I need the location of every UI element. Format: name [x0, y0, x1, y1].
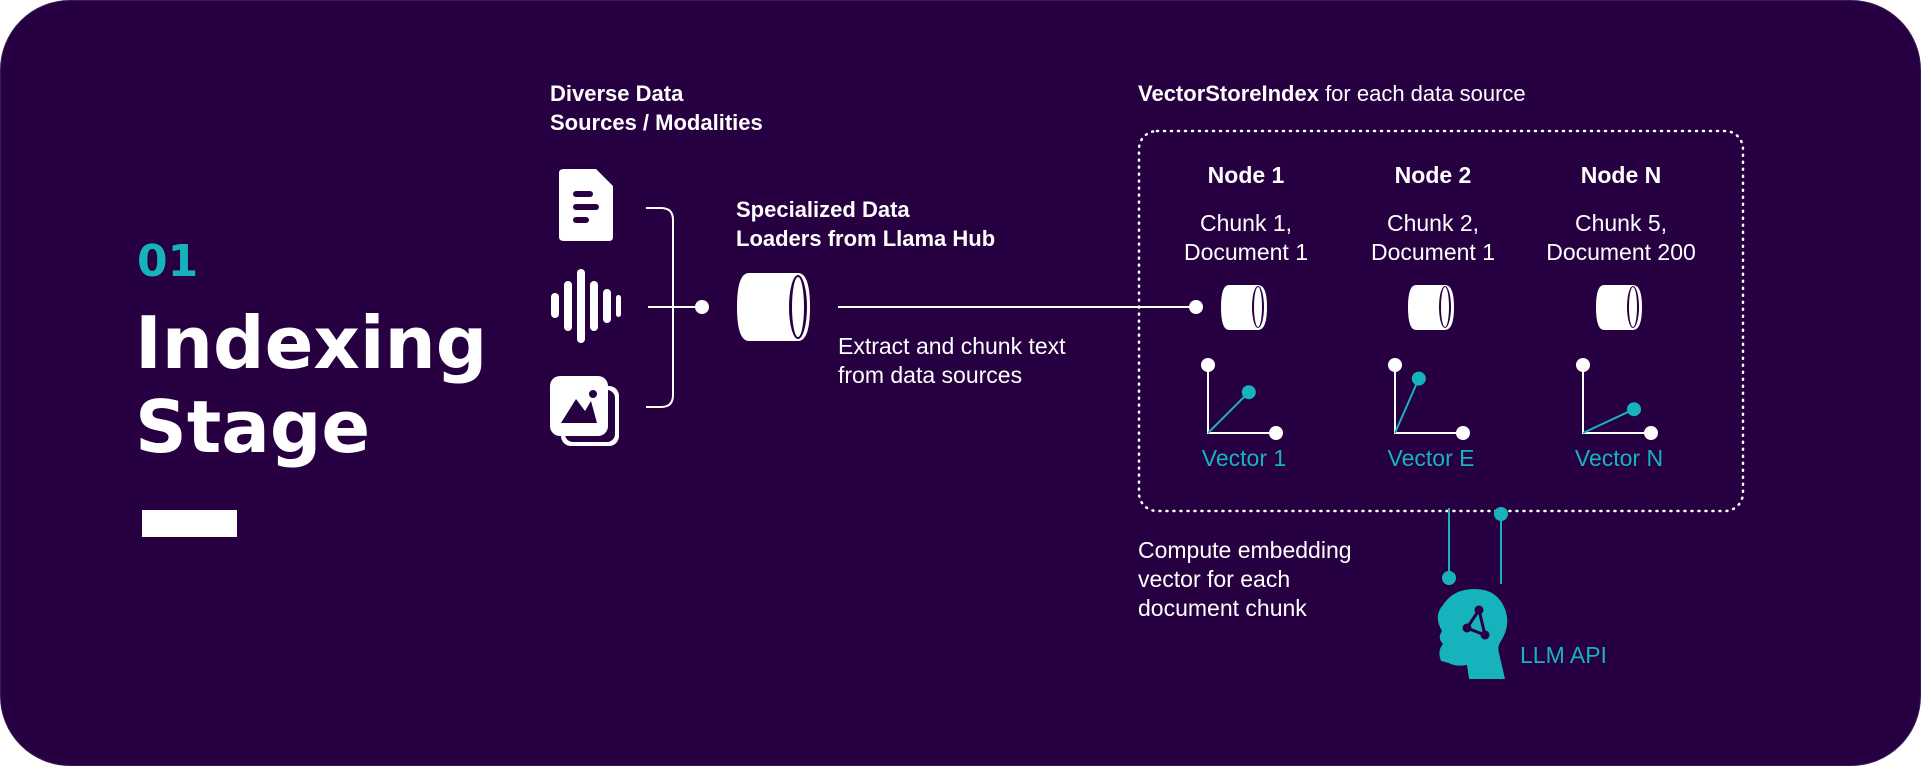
node-1-vector-line: [1207, 391, 1250, 434]
node-n-title: Node N: [1580, 162, 1662, 188]
stage-number: 01: [137, 236, 199, 287]
audio-waveform-icon: [551, 269, 621, 343]
index-title-rest: for each data source: [1318, 81, 1526, 106]
index-connector-dot: [1189, 300, 1203, 314]
loaders-label: Specialized Data Loaders from Llama Hub: [736, 195, 995, 253]
stage-title: Indexing Stage: [135, 301, 487, 469]
llm-input-dot: [1442, 571, 1456, 585]
sources-connector-dot: [695, 300, 709, 314]
node-n-vector-point: [1627, 402, 1641, 417]
embedding-line1: Compute embedding: [1138, 537, 1352, 563]
node-1-vector-label: Vector 1: [1201, 445, 1287, 471]
node-1-chunk-line2: Document 1: [1183, 239, 1308, 265]
node-1-cylinder-icon: [1221, 285, 1267, 330]
node-2-y-axis-dot: [1388, 358, 1402, 372]
loaders-label-line1: Specialized Data: [736, 197, 910, 222]
sources-label-line2: Sources / Modalities: [550, 110, 763, 135]
llm-api-label: LLM API: [1520, 642, 1607, 668]
node-n-x-axis-dot: [1644, 426, 1658, 440]
node-2-chunk-line1: Chunk 2,: [1386, 210, 1480, 236]
extract-description: Extract and chunk text from data sources: [838, 332, 1066, 390]
node-1-vector-point: [1241, 385, 1256, 400]
node-2-title: Node 2: [1394, 162, 1472, 188]
node-1-chunk: Chunk 1, Document 1: [1146, 209, 1346, 267]
node-n-vector-plot: [1576, 358, 1658, 440]
node-2-cylinder-icon: [1408, 285, 1454, 330]
image-stack-icon: [550, 376, 619, 446]
sources-label-line1: Diverse Data: [550, 81, 684, 106]
extract-line1: Extract and chunk text: [838, 333, 1066, 359]
node-2-x-axis-dot: [1456, 426, 1470, 440]
node-2-vector-line: [1394, 378, 1420, 434]
node-2-vector-point: [1411, 371, 1426, 386]
loader-cylinder-icon: [737, 273, 810, 341]
node-n-chunk-line1: Chunk 5,: [1574, 210, 1668, 236]
vector-store-index-box: [1137, 129, 1745, 513]
index-title: VectorStoreIndex for each data source: [1138, 79, 1526, 108]
node-1-x-axis-dot: [1269, 426, 1283, 440]
node-1-chunk-line1: Chunk 1,: [1199, 210, 1293, 236]
node-n-vector-line: [1582, 408, 1635, 434]
embedding-line2: vector for each: [1138, 566, 1291, 592]
index-title-bold: VectorStoreIndex: [1138, 81, 1319, 106]
node-2-chunk-line2: Document 1: [1370, 239, 1495, 265]
node-n-cylinder-icon: [1596, 285, 1642, 330]
node-2-vector-axes: [1394, 365, 1463, 434]
head-network-icon: [1437, 589, 1508, 679]
stage-title-line2: Stage: [135, 385, 371, 469]
node-2-vector-label: Vector E: [1387, 445, 1475, 471]
embedding-description: Compute embedding vector for each docume…: [1138, 536, 1352, 623]
node-n-chunk-line2: Document 200: [1546, 239, 1696, 265]
extract-line2: from data sources: [838, 362, 1023, 388]
node-2-chunk: Chunk 2, Document 1: [1333, 209, 1533, 267]
loaders-label-line2: Loaders from Llama Hub: [736, 226, 996, 251]
stage-underline-bar: [142, 510, 237, 537]
embedding-line3: document chunk: [1138, 595, 1307, 621]
document-icon: [559, 169, 613, 241]
sources-label: Diverse Data Sources / Modalities: [550, 79, 763, 137]
node-n-y-axis-dot: [1576, 358, 1590, 372]
node-1-vector-plot: [1201, 358, 1283, 440]
node-1-y-axis-dot: [1201, 358, 1215, 372]
node-n-vector-label: Vector N: [1574, 445, 1664, 471]
node-n-chunk: Chunk 5, Document 200: [1521, 209, 1721, 267]
stage-title-line1: Indexing: [135, 301, 488, 385]
node-n-vector-axes: [1582, 365, 1651, 434]
node-1-title: Node 1: [1207, 162, 1285, 188]
llm-output-dot: [1494, 507, 1508, 521]
node-2-vector-plot: [1388, 358, 1470, 440]
